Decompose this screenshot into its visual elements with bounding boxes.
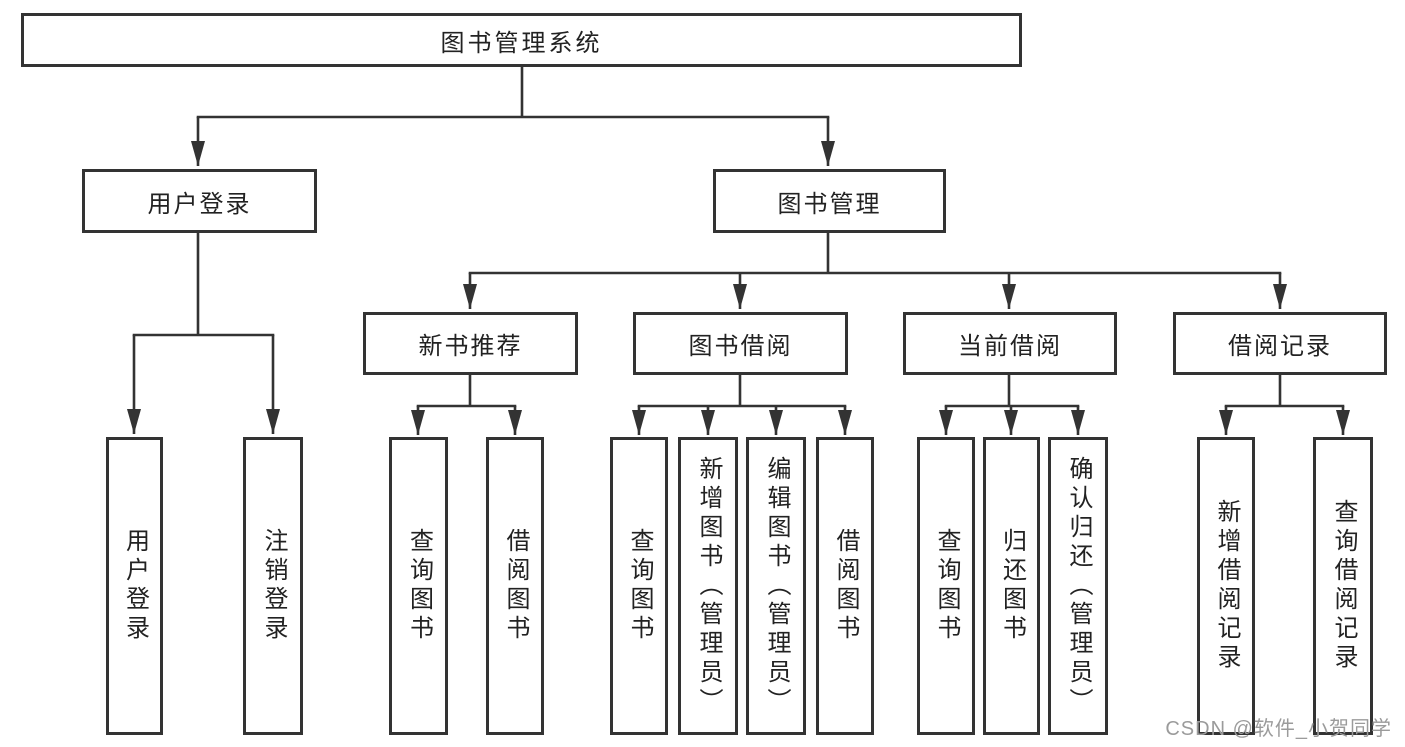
leaf-label: 查询借阅记录 [1330,499,1357,673]
leaf-label: 确认归还（管理员） [1065,455,1092,717]
leaf-user-login: 用户登录 [106,437,163,735]
connector-recommend-trunk [416,373,517,408]
leaf-records-add-record: 新增借阅记录 [1197,437,1255,735]
leaf-label: 新增借阅记录 [1213,499,1240,673]
leaf-logout: 注销登录 [243,437,303,735]
node-label: 借阅记录 [1228,333,1332,360]
node-label: 用户登录 [147,190,252,218]
connector-current-trunk [944,373,1080,408]
leaf-recommend-query-books: 查询图书 [389,437,448,735]
leaf-label: 查询图书 [626,528,653,644]
leaf-current-return-books: 归还图书 [983,437,1040,735]
connector-records-trunk [1224,373,1345,408]
node-book-management: 图书管理 [713,169,946,233]
leaf-recommend-borrow-books: 借阅图书 [486,437,544,735]
node-library-management-system: 图书管理系统 [21,13,1022,67]
node-label: 图书借阅 [688,333,793,360]
leaf-current-confirm-return-admin: 确认归还（管理员） [1048,437,1108,735]
connector-borrow-trunk [637,373,847,408]
node-current-borrow: 当前借阅 [903,312,1117,375]
connector-book-management-trunk [468,231,1282,275]
leaf-borrow-add-books-admin: 新增图书（管理员） [678,437,738,735]
node-label: 当前借阅 [958,333,1062,360]
leaf-borrow-borrow-books: 借阅图书 [816,437,874,735]
node-borrow-records: 借阅记录 [1173,312,1387,375]
leaf-label: 查询图书 [933,528,960,644]
leaf-label: 注销登录 [260,528,287,644]
node-label: 图书管理 [777,190,882,218]
leaf-label: 用户登录 [121,528,149,644]
leaf-borrow-edit-books-admin: 编辑图书（管理员） [746,437,806,735]
node-book-borrow: 图书借阅 [633,312,848,375]
node-label: 新书推荐 [418,333,523,360]
node-user-login: 用户登录 [82,169,317,233]
leaf-label: 编辑图书（管理员） [763,455,790,717]
connector-root-trunk [196,65,830,119]
leaf-label: 查询图书 [405,528,433,644]
connector-user-login-trunk [132,231,275,337]
leaf-label: 借阅图书 [832,528,859,644]
node-new-book-recommend: 新书推荐 [363,312,578,375]
leaf-current-query-books: 查询图书 [917,437,975,735]
leaf-label: 新增图书（管理员） [695,455,722,717]
leaf-records-query-record: 查询借阅记录 [1313,437,1373,735]
leaf-borrow-query-books: 查询图书 [610,437,668,735]
leaf-label: 借阅图书 [502,528,529,644]
leaf-label: 归还图书 [998,528,1026,644]
csdn-watermark: CSDN @软件_小贺同学 [1165,718,1392,740]
node-label: 图书管理系统 [440,29,603,57]
